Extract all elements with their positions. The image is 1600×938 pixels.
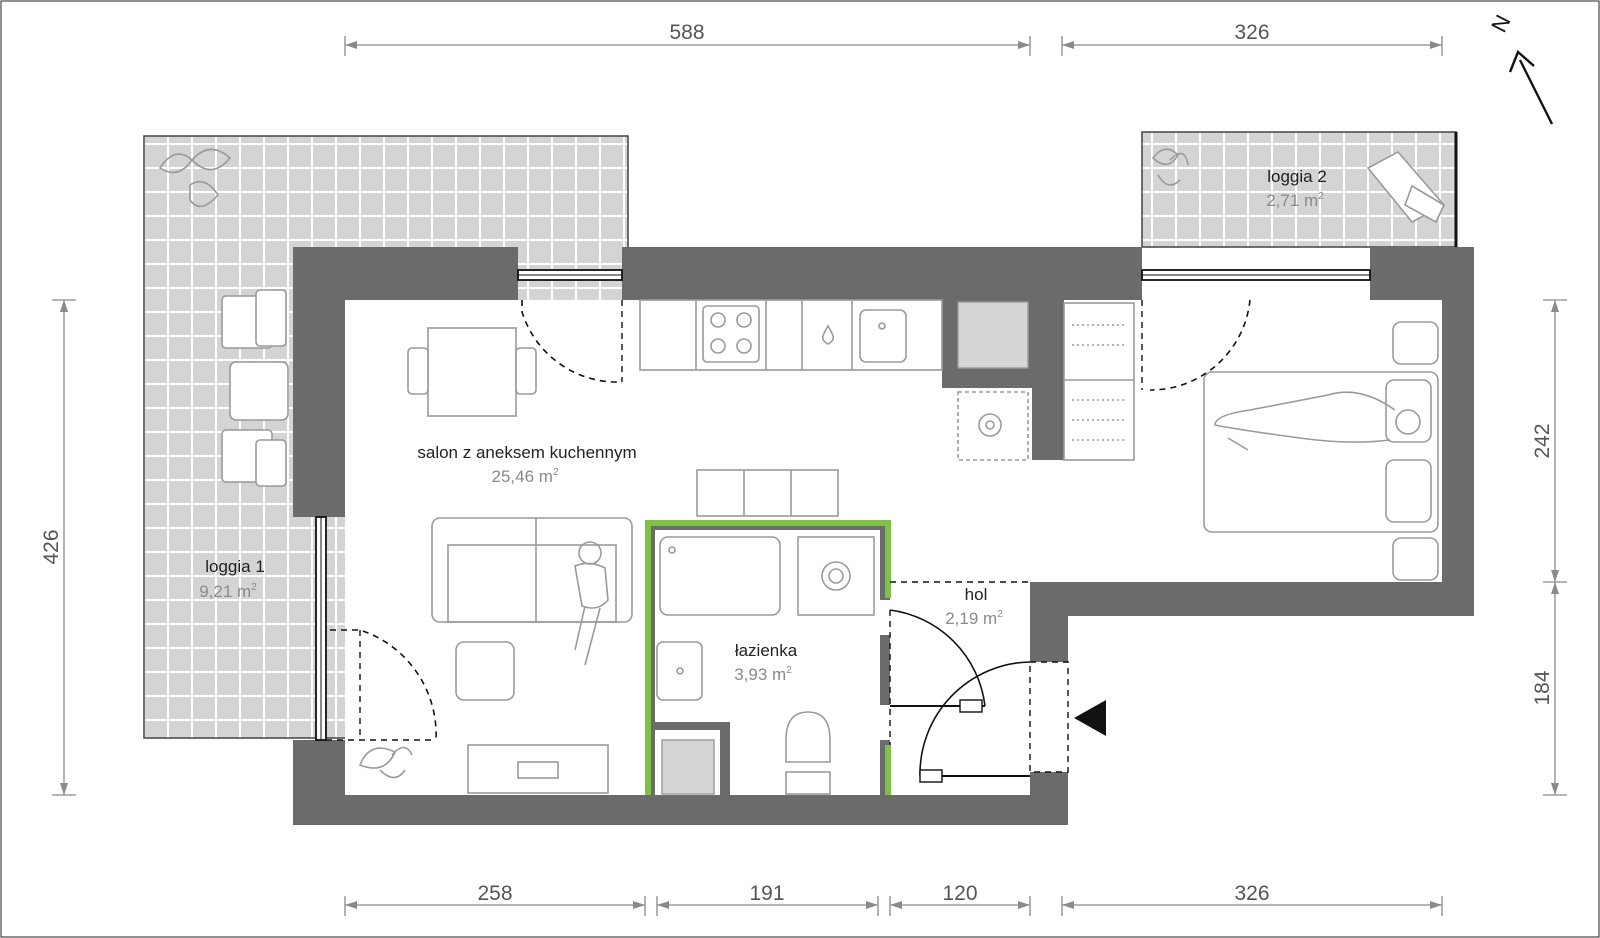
apartment-floor xyxy=(345,300,1442,795)
window-living-left[interactable] xyxy=(315,516,327,741)
dim-right-upper: 242 xyxy=(1531,423,1554,458)
window-bedroom-top[interactable] xyxy=(1141,269,1371,281)
loggia-1-name: loggia 1 xyxy=(205,557,265,576)
entrance-triangle-icon xyxy=(1074,700,1106,736)
wardrobe xyxy=(1063,302,1135,461)
room-label-salon: salon z aneksem kuchennym 25,46 m2 xyxy=(417,443,636,486)
plant-living-icon xyxy=(358,746,413,779)
entrance-door[interactable] xyxy=(919,661,1069,783)
dim-bottom-3: 120 xyxy=(942,882,977,905)
toilet xyxy=(785,711,831,795)
loggia-2-name: loggia 2 xyxy=(1267,167,1327,186)
loggia-2-area-value: 2,71 m2 xyxy=(1266,191,1324,210)
oven-icon xyxy=(957,391,1029,461)
loggia-1-area-value: 9,21 m2 xyxy=(199,582,257,601)
bathroom-door[interactable] xyxy=(889,609,986,713)
balcony-door-kitchen[interactable] xyxy=(521,300,623,383)
dim-bottom-4: 326 xyxy=(1234,882,1269,905)
nightstand-bottom xyxy=(1392,537,1439,581)
balcony-door-living[interactable] xyxy=(326,629,437,741)
person-lying-icon xyxy=(1214,391,1421,451)
room-label-lazienka: łazienka 3,93 m2 xyxy=(734,641,798,684)
plant-loggia-1-icon xyxy=(158,148,232,208)
kitchen-counter xyxy=(639,299,943,371)
sofa xyxy=(431,517,633,623)
water-drop-icon xyxy=(821,324,835,345)
plant-loggia-2-icon xyxy=(1151,148,1189,186)
hol-name: hol xyxy=(965,585,988,604)
dim-left: 426 xyxy=(40,529,63,564)
salon-name: salon z aneksem kuchennym xyxy=(417,443,636,462)
room-label-hol: hol 2,19 m2 xyxy=(945,585,1003,628)
salon-area-value: 25,46 m2 xyxy=(492,467,559,486)
bed xyxy=(1203,371,1439,533)
tv-cabinet xyxy=(696,469,839,517)
sideboard xyxy=(467,744,609,794)
bathroom-wall-accent xyxy=(645,520,891,795)
compass-label: N xyxy=(1486,11,1515,37)
cooktop-icon xyxy=(702,305,760,363)
washbasin xyxy=(656,641,703,701)
side-table-loggia xyxy=(229,361,289,421)
sunbed-loggia-2 xyxy=(1366,150,1446,224)
sunbed-2 xyxy=(221,429,287,487)
washing-machine xyxy=(797,536,875,616)
dim-top-left: 588 xyxy=(669,21,704,44)
dimension-lines xyxy=(52,36,1567,916)
lazienka-name: łazienka xyxy=(735,641,798,660)
sunbed-1 xyxy=(221,289,287,349)
person-sitting-icon xyxy=(574,541,609,666)
room-label-loggia-2: loggia 2 2,71 m2 xyxy=(1266,167,1327,210)
dim-right-lower: 184 xyxy=(1531,670,1554,705)
nightstand-top xyxy=(1392,321,1439,365)
window-kitchen-top[interactable] xyxy=(517,269,623,281)
north-arrow-icon: N xyxy=(1486,11,1554,125)
sink-icon xyxy=(859,309,907,363)
balcony-door-bedroom[interactable] xyxy=(1141,299,1251,391)
dim-top-right: 326 xyxy=(1234,21,1269,44)
boiler xyxy=(661,739,715,795)
hol-area-value: 2,19 m2 xyxy=(945,609,1003,628)
lazienka-area-value: 3,93 m2 xyxy=(734,665,792,684)
dining-table xyxy=(407,327,537,417)
dim-bottom-2: 191 xyxy=(749,882,784,905)
hol-opening xyxy=(889,581,1030,745)
armchair-pouf xyxy=(455,641,515,701)
dim-bottom-1: 258 xyxy=(477,882,512,905)
fridge xyxy=(957,301,1029,369)
bathtub xyxy=(659,536,781,616)
room-label-loggia-1: loggia 1 9,21 m2 xyxy=(199,557,265,601)
